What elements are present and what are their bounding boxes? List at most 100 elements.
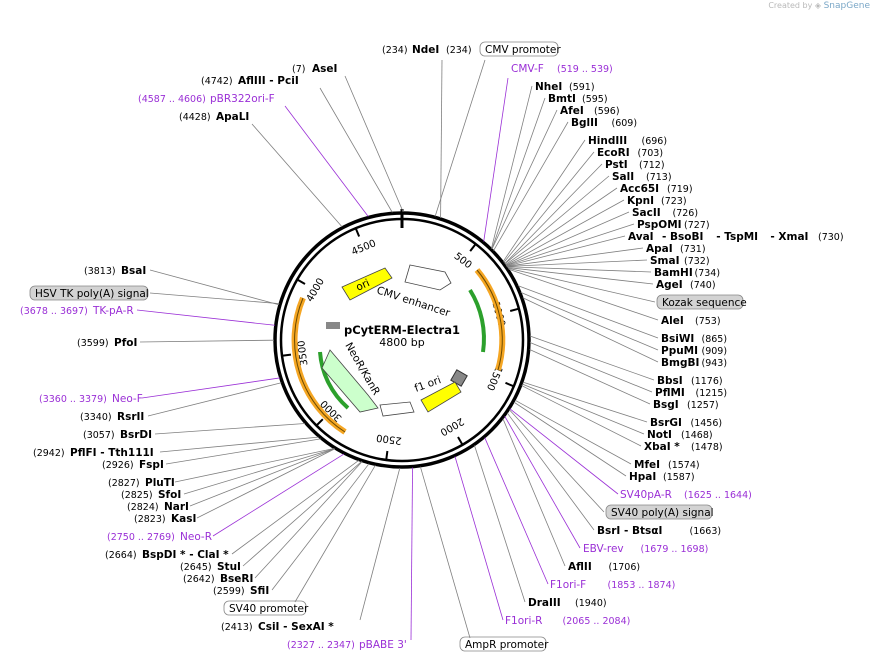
primer-cmv-f-pos: (519 .. 539): [557, 64, 613, 75]
site-bsri-pos: (1663): [690, 526, 722, 537]
leader-line: [520, 292, 659, 351]
plasmid-size: 4800 bp: [379, 336, 424, 349]
site-smai: SmaI: [650, 255, 680, 267]
site-alei: AleI: [661, 315, 684, 327]
site-fspi: FspI: [139, 459, 164, 471]
site-ndei-pos: (234): [446, 45, 472, 56]
ring-tick: [457, 436, 464, 447]
cmv-enhancer-arrow: [404, 264, 452, 291]
site-afei-pos: (596): [594, 106, 620, 117]
leader-line: [509, 409, 605, 513]
leader-line: [505, 199, 625, 266]
site-acc65i: Acc65I: [620, 183, 659, 195]
hsv-marker: [326, 322, 340, 329]
ring-tick-label: 500: [452, 251, 474, 271]
leader-line: [514, 399, 632, 465]
ring-tick-label: 4000: [305, 276, 327, 304]
site-bsrgi-pos: (1456): [691, 418, 723, 429]
primer-cmv-f: CMV-F: [511, 63, 544, 75]
site-hindiii-pos: (696): [642, 136, 668, 147]
site-sacii-pos: (726): [673, 208, 699, 219]
leader-line: [271, 463, 370, 591]
site-smai-pos: (732): [684, 256, 710, 267]
leader-line: [294, 465, 376, 603]
ring-tick: [469, 242, 478, 252]
primer-ebv-rev: EBV-rev: [583, 543, 624, 555]
site-pluti-pos: (2827): [108, 478, 140, 489]
ring-tick-label: 2500: [376, 432, 403, 446]
site-apali-pos: (4428): [179, 112, 211, 123]
site-bspdi-pos: (2664): [105, 550, 137, 561]
site-bbsi-pos: (1176): [691, 376, 723, 387]
leader-line: [359, 467, 401, 621]
backbone-ring: [273, 209, 531, 469]
ring-tick: [280, 353, 292, 357]
site-agei: AgeI: [656, 279, 683, 291]
leader-line: [141, 377, 280, 399]
leader-line: [505, 187, 618, 265]
ring-tick: [315, 418, 324, 427]
site-apai-pos: (731): [680, 244, 706, 255]
sv40-polya-box: [605, 504, 713, 520]
site-pfoi-pos: (3599): [77, 338, 109, 349]
leader-line: [508, 268, 659, 321]
site-asei: AseI: [312, 63, 337, 75]
site-sali-pos: (713): [646, 172, 672, 183]
site-psti-pos: (712): [639, 160, 665, 171]
ring-tick: [505, 381, 516, 388]
site-bamhi-pos: (734): [695, 268, 721, 279]
cmv-promoter-box: [479, 41, 559, 57]
site-mfei-pos: (1574): [668, 460, 700, 471]
site-pluti: PluTI: [145, 477, 175, 489]
leader-line: [147, 382, 282, 417]
primer-sv40pa-r: SV40pA-R: [620, 489, 672, 501]
hsv-tk-polya: HSV TK poly(A) signal: [35, 288, 149, 300]
site-acc65i-pos: (719): [667, 184, 693, 195]
site-bseri: BseRI: [220, 573, 253, 585]
site-pos: (730): [818, 232, 844, 243]
site-kasi: KasI: [171, 513, 196, 525]
site-apali: ApaLI: [216, 111, 249, 123]
leader-line: [242, 461, 362, 567]
site-avai: AvaI: [628, 231, 654, 243]
site-ndei: NdeI: [412, 44, 439, 56]
primer-neo-f: Neo-F: [112, 393, 143, 405]
site-nhei: NheI: [535, 81, 562, 93]
f1-ori-arrow: [420, 381, 462, 413]
site-aflii-pos: (1706): [609, 562, 641, 573]
site-bsai: BsaI: [121, 265, 146, 277]
leader-line: [506, 412, 595, 531]
leader-line: [522, 383, 645, 435]
neo-arrow: [321, 349, 379, 413]
ori-arrow: [341, 267, 393, 301]
kozak-sequence: Kozak sequence: [662, 297, 747, 309]
site-xmai: - XmaI: [770, 231, 808, 243]
site-bsri: BsrI - BtsαI: [597, 525, 662, 537]
primer-pbabe-3-pos: (2327 .. 2347): [287, 640, 355, 651]
site-pflfi-pos: (2942): [33, 448, 65, 459]
site-sfii-pos: (2599): [213, 586, 245, 597]
leader-line: [149, 292, 280, 305]
site-bmgbi-pos: (943): [702, 358, 728, 369]
site-hpai-pos: (1587): [663, 472, 695, 483]
site-bsrdi-pos: (3057): [83, 430, 115, 441]
leader-line: [517, 285, 659, 339]
site-draiii-pos: (1940): [575, 598, 607, 609]
leader-line: [506, 223, 635, 267]
site-sfoi-pos: (2825): [121, 490, 153, 501]
leader-line: [344, 75, 404, 213]
leader-line: [493, 121, 569, 251]
leader-line: [507, 267, 656, 303]
site-stui: StuI: [217, 561, 241, 573]
leader-line: [502, 139, 586, 262]
site-psti: PstI: [605, 159, 628, 171]
site-alei-pos: (753): [695, 316, 721, 327]
leader-line: [136, 309, 275, 326]
primer-sv40pa-r-pos: (1625 .. 1644): [684, 490, 752, 501]
leader-line: [196, 448, 335, 519]
site-bbsi: BbsI: [657, 375, 683, 387]
site-xbai-pos: (1478): [691, 442, 723, 453]
leader-line: [506, 259, 648, 267]
primer-tk-pa-r: TK-pA-R: [92, 305, 134, 317]
leader-line: [529, 335, 655, 381]
